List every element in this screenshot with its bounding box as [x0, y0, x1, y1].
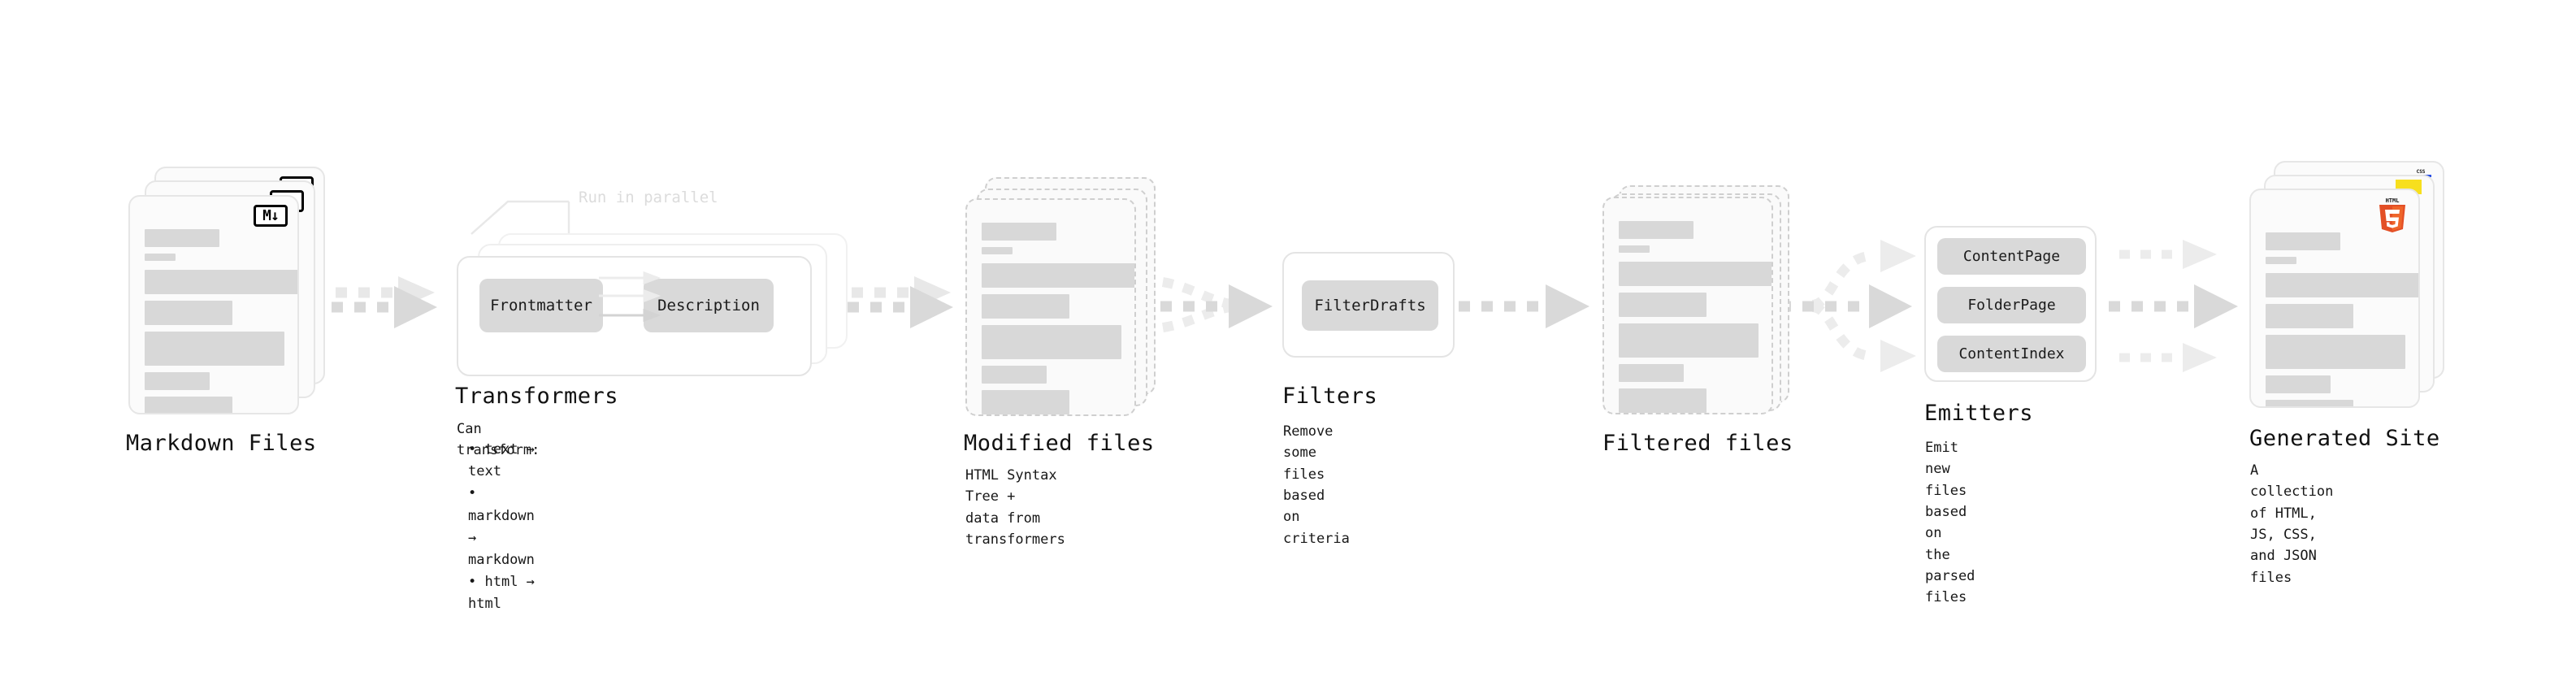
arrow-filtered-to-emitters: [1780, 240, 1916, 372]
modified-files-subtitle: HTML Syntax Tree + data from transformer…: [965, 467, 1065, 549]
content-bar: [982, 294, 1069, 319]
modified-card-front: [965, 198, 1136, 416]
filter-chip-filterdrafts[interactable]: FilterDrafts: [1302, 280, 1438, 331]
filters-subtitle: Remove some files based on criteria: [1283, 423, 1350, 547]
svg-text:CSS: CSS: [2417, 169, 2426, 175]
transformer-bullet-item: markdown → markdown: [468, 483, 535, 571]
content-bar: [982, 247, 1013, 254]
modified-files-title: Modified files: [964, 431, 1155, 456]
content-bar: [982, 263, 1134, 288]
content-bar: [982, 366, 1047, 384]
filtered-card-front: [1602, 197, 1773, 414]
content-bar: [1619, 388, 1706, 413]
content-bar: [1619, 323, 1759, 358]
parallel-leader-line: [471, 200, 570, 235]
emitter-chip-contentindex[interactable]: ContentIndex: [1937, 336, 2086, 372]
filtered-files-title: Filtered files: [1602, 431, 1793, 456]
transformer-chip-description[interactable]: Description: [644, 279, 774, 332]
content-bar: [145, 397, 232, 413]
content-bar: [1619, 293, 1706, 317]
emitters-subtitle: Emit new files based on the parsed files: [1925, 440, 1975, 606]
markdown-badge-icon: M↓: [254, 205, 288, 227]
emitters-title: Emitters: [1924, 401, 2034, 426]
emitter-chip-folderpage[interactable]: FolderPage: [1937, 287, 2086, 323]
content-bar: [1619, 221, 1693, 239]
arrow-modified-to-filters: [1138, 275, 1273, 334]
content-bar: [2266, 375, 2331, 393]
content-bar: [1619, 262, 1772, 286]
generated-site-subtitle: A collection of HTML, JS, CSS, and JSON …: [2250, 462, 2334, 586]
content-bar: [145, 332, 284, 366]
content-bar: [145, 270, 297, 294]
content-bar: [982, 390, 1069, 414]
emitters-panel: ContentPage FolderPage ContentIndex: [1924, 226, 2097, 382]
content-bar: [2266, 335, 2405, 369]
transformer-inner-arrows: [599, 271, 661, 323]
content-bar: [2266, 257, 2296, 264]
html5-badge-icon: HTML: [2376, 197, 2409, 234]
content-bar: [2266, 273, 2418, 297]
content-bar: [145, 229, 219, 247]
content-bar: [982, 325, 1121, 359]
document-content-bars: [145, 229, 297, 413]
transformers-title: Transformers: [455, 384, 619, 409]
transformer-chip-frontmatter[interactable]: Frontmatter: [479, 279, 603, 332]
arrow-filters-to-filtered: [1459, 284, 1589, 328]
site-card-front-html: HTML: [2249, 189, 2420, 408]
arrow-markdown-to-transformers: [309, 276, 437, 328]
content-bar: [2266, 232, 2340, 250]
content-bar: [145, 301, 232, 325]
run-in-parallel-note: Run in parallel: [579, 189, 718, 206]
content-bar: [145, 254, 176, 261]
content-bar: [1619, 364, 1684, 382]
transformers-bullets: text → textmarkdown → markdownhtml → htm…: [457, 439, 535, 616]
transformer-bullet-item: text → text: [468, 439, 535, 483]
transformer-bullet-item: html → html: [468, 571, 535, 615]
content-bar: [2266, 400, 2353, 406]
filters-panel: FilterDrafts: [1282, 252, 1455, 358]
markdown-card-front: M↓: [128, 195, 299, 414]
markdown-files-title: Markdown Files: [126, 431, 317, 456]
content-bar: [1619, 245, 1650, 253]
document-content-bars: [2266, 232, 2418, 406]
svg-text:HTML: HTML: [2386, 197, 2400, 204]
content-bar: [982, 223, 1056, 241]
content-bar: [145, 372, 210, 390]
content-bar: [2266, 304, 2353, 328]
emitter-chip-contentpage[interactable]: ContentPage: [1937, 238, 2086, 275]
document-content-bars: [1619, 221, 1772, 413]
document-content-bars: [982, 223, 1134, 414]
generated-site-title: Generated Site: [2249, 426, 2440, 451]
arrow-emitters-to-site: [2109, 240, 2238, 372]
filters-title: Filters: [1282, 384, 1378, 409]
